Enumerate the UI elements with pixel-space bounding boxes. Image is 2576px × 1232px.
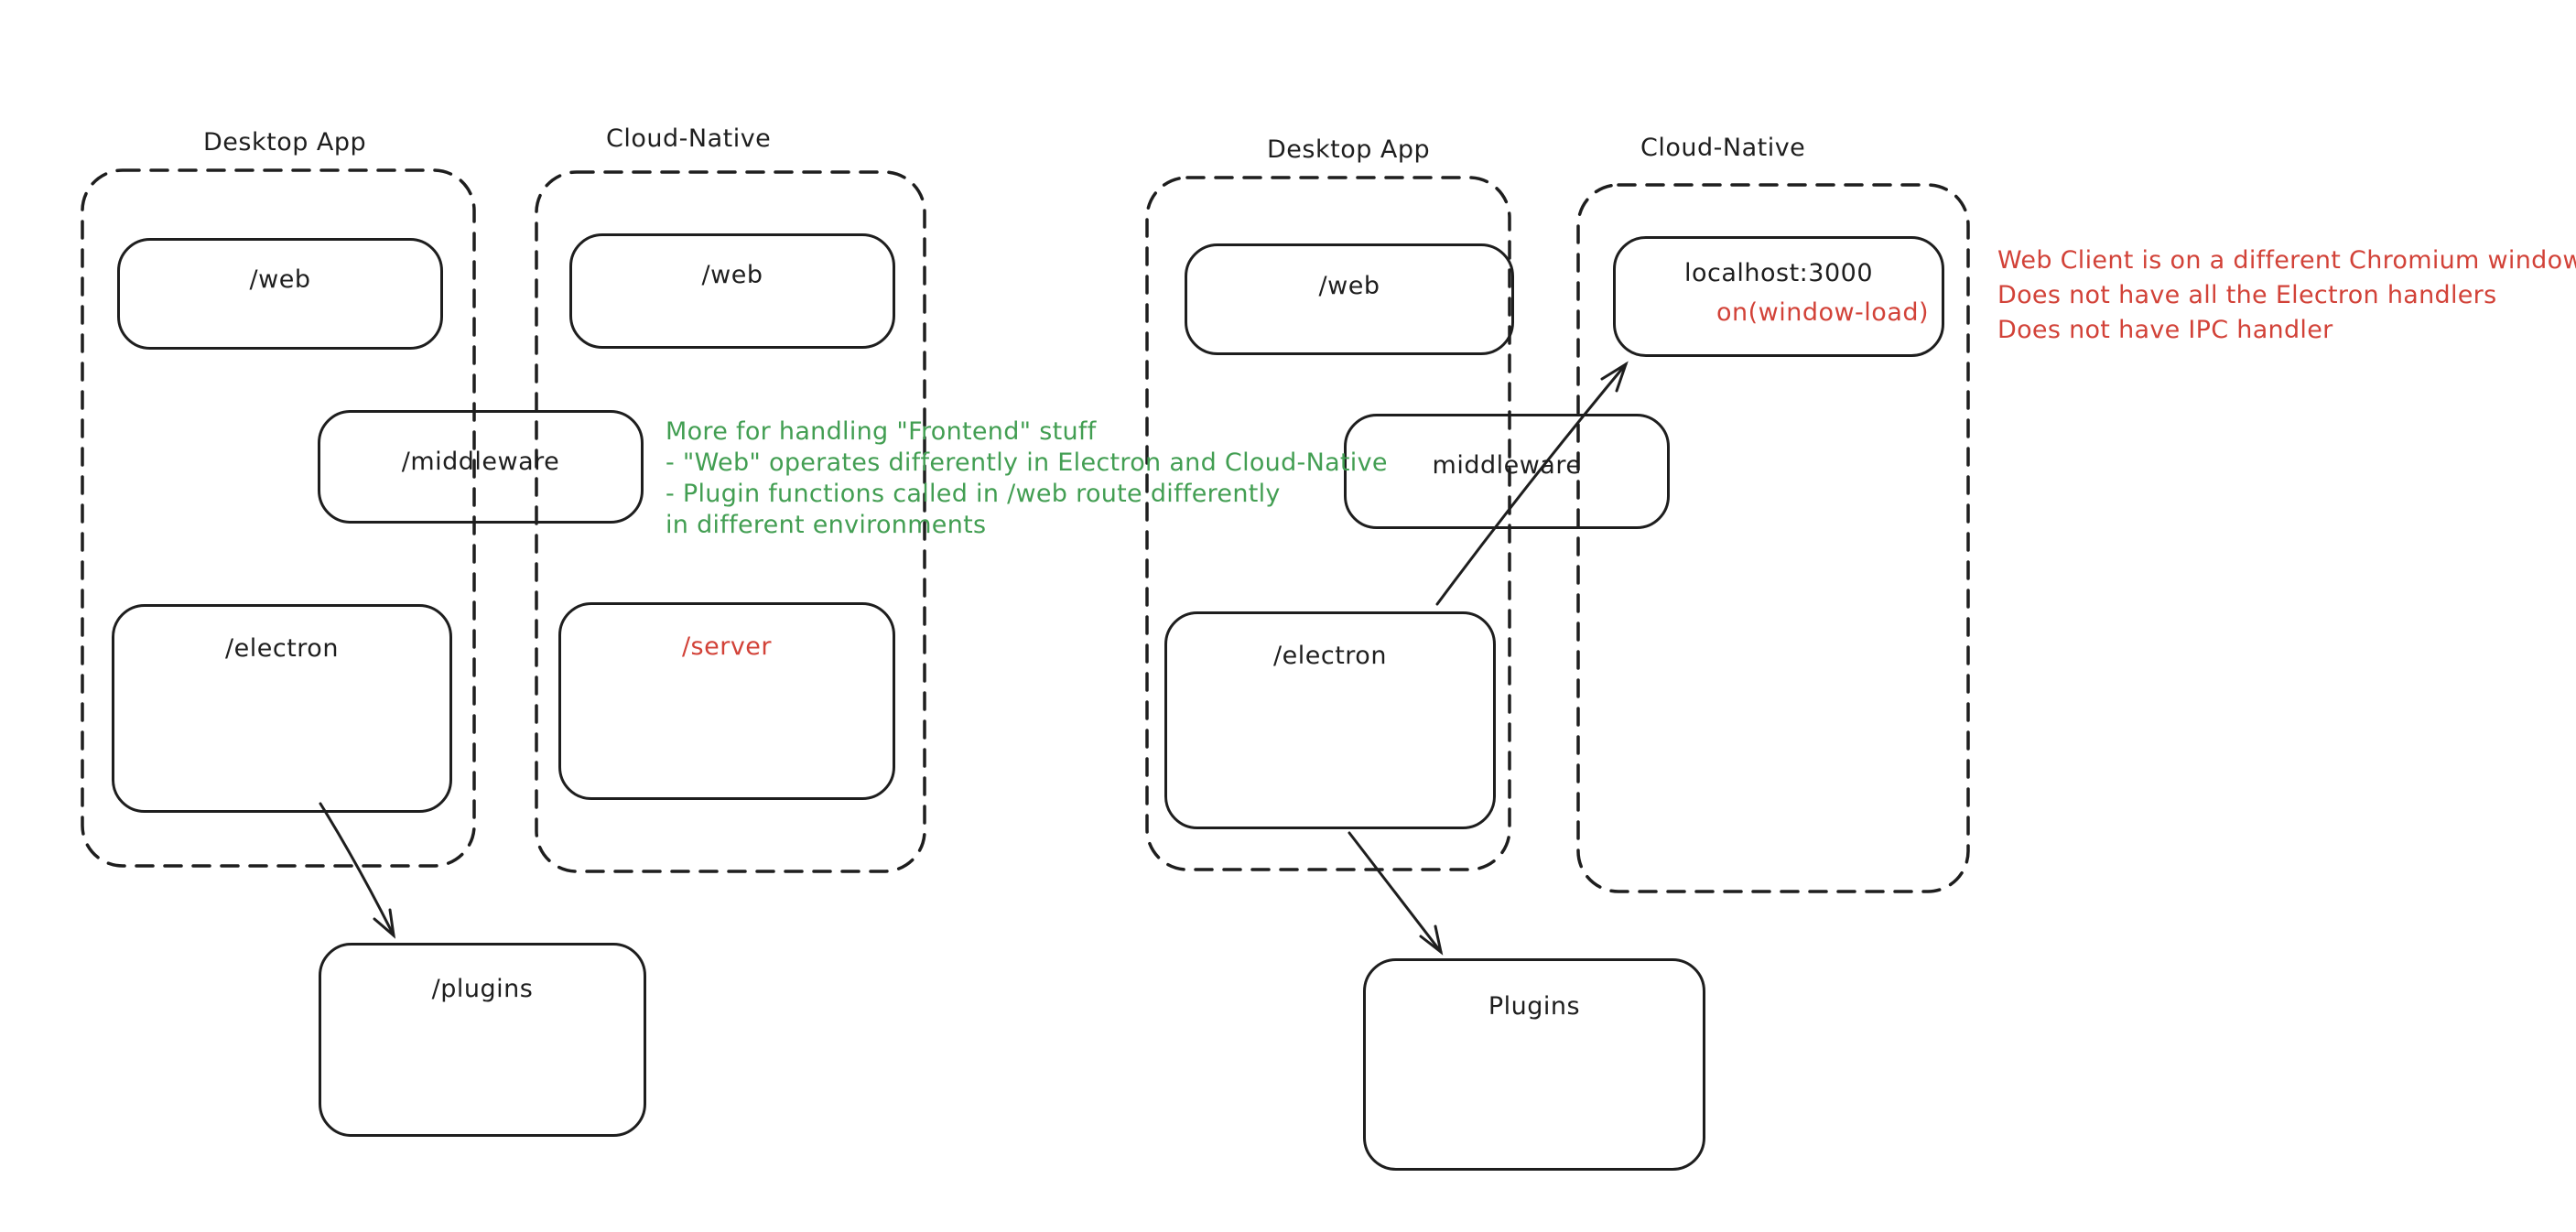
right-cloud-native-container[interactable] [1576, 183, 1970, 893]
label-desktop-app-right[interactable]: Desktop App [1267, 135, 1431, 164]
box-plugins-left-label: /plugins [431, 975, 534, 1003]
box-web-left-desktop[interactable]: /web [117, 238, 443, 350]
box-plugins-right-label: Plugins [1488, 992, 1581, 1021]
box-server[interactable]: /server [558, 602, 895, 800]
on-window-load-label: on(window-load) [1716, 298, 1930, 327]
note-line: in different environments [666, 511, 987, 539]
box-plugins-right[interactable]: Plugins [1363, 958, 1705, 1171]
box-middleware-right-label: middleware [1432, 451, 1582, 480]
box-electron-left-label: /electron [225, 634, 339, 663]
note-line: Web Client is on a different Chromium wi… [1997, 246, 2576, 275]
arrow-electron-to-localhost[interactable] [1435, 361, 1629, 606]
note-line: More for handling "Frontend" stuff [666, 417, 1097, 446]
arrow-electron-to-plugins-left[interactable] [319, 802, 396, 939]
box-web-right-label: /web [1318, 272, 1380, 300]
box-localhost-3000[interactable]: localhost:3000 on(window-load) [1613, 236, 1944, 357]
note-green-frontend[interactable]: More for handling "Frontend" stuff - "We… [666, 416, 1388, 541]
label-cloud-native-left[interactable]: Cloud-Native [606, 124, 772, 153]
box-electron-left[interactable]: /electron [112, 604, 452, 813]
box-middleware-left-label: /middleware [401, 448, 560, 476]
note-red-webclient[interactable]: Web Client is on a different Chromium wi… [1997, 243, 2576, 348]
arrow-electron-to-plugins-right[interactable] [1348, 831, 1444, 956]
note-line: Does not have IPC handler [1997, 316, 2333, 344]
note-line: - Plugin functions called in /web route … [666, 480, 1281, 508]
note-line: Does not have all the Electron handlers [1997, 281, 2497, 309]
note-line: - "Web" operates differently in Electron… [666, 448, 1388, 477]
box-web-right[interactable]: /web [1185, 243, 1514, 355]
label-cloud-native-right[interactable]: Cloud-Native [1640, 134, 1806, 162]
box-plugins-left[interactable]: /plugins [319, 943, 646, 1137]
box-localhost-3000-label: localhost:3000 [1683, 259, 1873, 287]
right-desktop-app-container[interactable] [1145, 176, 1511, 871]
box-middleware-right[interactable]: middleware [1344, 414, 1670, 529]
box-electron-right[interactable]: /electron [1164, 611, 1496, 829]
box-web-left-cloud[interactable]: /web [569, 233, 895, 349]
box-electron-right-label: /electron [1273, 642, 1387, 670]
box-middleware-left[interactable]: /middleware [318, 410, 644, 524]
left-desktop-app-container[interactable] [81, 168, 476, 868]
box-web-left-desktop-label: /web [249, 265, 311, 294]
box-server-label: /server [681, 632, 773, 661]
label-desktop-app-left[interactable]: Desktop App [203, 128, 367, 157]
box-web-left-cloud-label: /web [701, 261, 763, 289]
